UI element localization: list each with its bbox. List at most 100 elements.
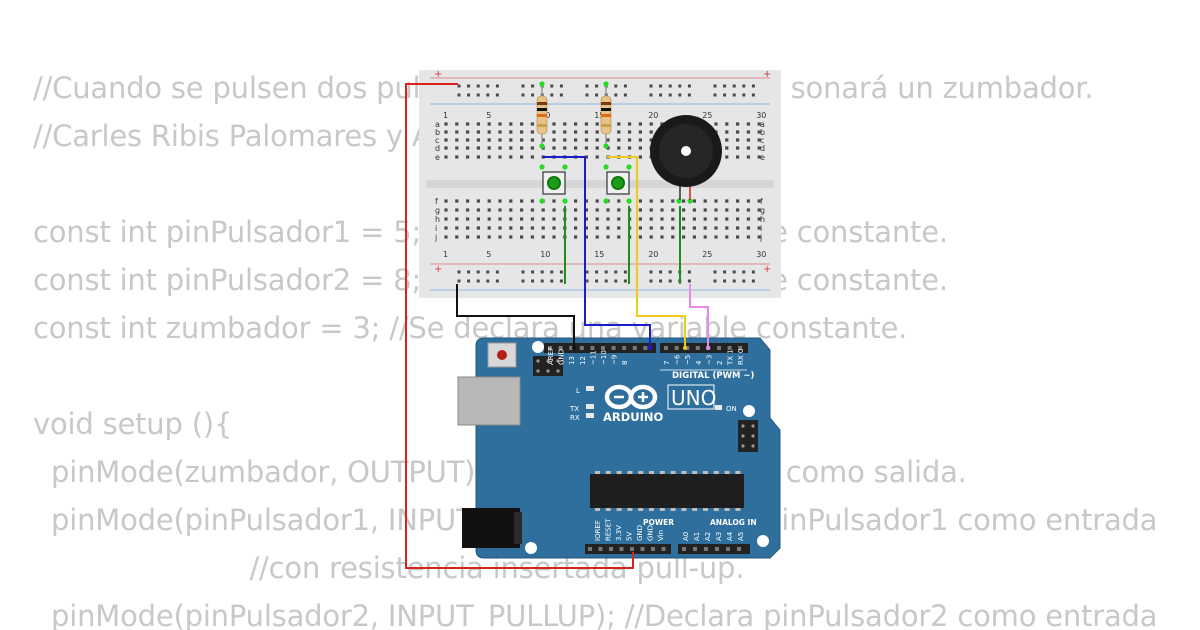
power-pin-label: 5V [626, 532, 634, 541]
mount-hole-1 [532, 341, 544, 353]
row-letter: a [435, 120, 440, 129]
code-line-10: pinMode(pinPulsador2, INPUT_PULLUP); //D… [33, 599, 1158, 630]
digital-pin-label: ~9 [611, 355, 619, 365]
icsp-header-small [533, 356, 563, 376]
icsp-header [738, 420, 758, 452]
led-tx [586, 404, 594, 409]
column-number: 5 [486, 111, 491, 120]
digital-pin-label: ~6 [674, 354, 682, 365]
digital-pin-label: ~5 [684, 355, 692, 365]
wire-red-5v [405, 83, 634, 569]
column-number: 25 [702, 111, 712, 120]
row-letter: e [435, 153, 440, 162]
power-pin-label: GND [647, 525, 655, 541]
row-letter: h [760, 215, 765, 224]
mount-hole-4 [757, 535, 769, 547]
analog-pin-label: A0 [682, 532, 690, 541]
row-letter: i [435, 224, 437, 233]
column-number: 15 [594, 250, 604, 259]
row-letter: c [760, 136, 764, 145]
digital-pin-label: AREF [547, 347, 555, 365]
digital-header-2 [660, 343, 748, 353]
analog-pin-label: A2 [704, 532, 712, 541]
wire-blue-pin8 [543, 156, 651, 348]
rail-plus-br: + [763, 264, 771, 275]
resistor-1 [536, 84, 548, 144]
connection-dots [539, 81, 693, 204]
analog-pin-label: A1 [693, 532, 701, 541]
digital-pin-label: 2 [716, 361, 724, 365]
column-number: 30 [756, 250, 766, 259]
row-letter: e [760, 153, 765, 162]
power-jack [462, 508, 520, 548]
reset-button-cap [497, 350, 507, 360]
row-letter: b [435, 128, 440, 137]
row-letter: d [435, 144, 440, 153]
power-pin-label: RESET [605, 518, 613, 541]
rail-plus-bl: + [434, 264, 442, 275]
row-letter: j [434, 233, 437, 242]
column-number: 1 [443, 250, 448, 259]
row-letter: c [435, 136, 439, 145]
code-line-6: void setup (){ [33, 407, 233, 441]
led-l-label: L [576, 387, 580, 395]
wires [405, 83, 710, 569]
pushbutton-1 [542, 171, 566, 195]
digital-pin-label: 12 [579, 356, 587, 365]
arduino-brand-label: ARDUINO [603, 410, 664, 424]
wire-black-gnd [456, 284, 575, 348]
analog-in-label: ANALOG IN [710, 518, 757, 527]
digital-pin-label: 7 [663, 361, 671, 365]
analog-header [678, 544, 750, 554]
digital-pin-label: 13 [568, 356, 576, 365]
digital-pin-label: TX 1 [727, 349, 735, 366]
row-letter: h [435, 215, 440, 224]
power-header [585, 544, 671, 554]
row-letter: a [760, 120, 765, 129]
digital-pin-label: RX 0 [737, 349, 745, 365]
arduino-model-label: UNO [671, 386, 716, 410]
led-on [715, 405, 722, 410]
row-letter: j [759, 233, 762, 242]
mount-hole-3 [525, 542, 537, 554]
analog-pin-label: A5 [737, 532, 745, 541]
breadboard-trench [426, 180, 774, 188]
column-number: 20 [648, 111, 658, 120]
digital-pin-label: 8 [621, 361, 629, 365]
rail-plus-tr: + [763, 69, 771, 80]
digital-pin-label: GND [558, 349, 566, 365]
led-rx-label: RX [570, 414, 580, 422]
usb-port [457, 376, 521, 426]
power-label: POWER [643, 518, 674, 527]
breadboard: + + + + 115510101515202025253030aabbccdd… [419, 69, 781, 298]
wire-pink-pin3 [689, 284, 709, 348]
digital-pin-label: ~10 [600, 350, 608, 365]
row-letter: g [435, 206, 440, 215]
column-number: 25 [702, 250, 712, 259]
row-letter: b [760, 128, 765, 137]
analog-pin-label: A4 [726, 531, 734, 541]
breadboard-holes [444, 84, 761, 283]
buzzer [650, 115, 722, 200]
mount-hole-2 [743, 405, 755, 417]
digital-pin-label: ~3 [705, 355, 713, 365]
led-tx-label: TX [569, 405, 579, 413]
pushbutton-2 [606, 171, 630, 195]
column-number: 5 [486, 250, 491, 259]
led-l [586, 386, 594, 391]
analog-pin-label: A3 [715, 532, 723, 541]
power-pin-label: IOREF [594, 520, 602, 541]
wire-yellow-pin5 [607, 156, 686, 348]
power-pin-label: Vin [657, 530, 665, 541]
row-letter: f [435, 197, 438, 206]
resistor-2 [600, 84, 612, 144]
row-letter: g [760, 206, 765, 215]
digital-pin-label: 4 [695, 360, 703, 365]
digital-header-1 [544, 343, 656, 353]
column-number: 15 [594, 111, 604, 120]
microcontroller-chip [590, 474, 744, 508]
column-number: 30 [756, 111, 766, 120]
row-letter: f [760, 197, 763, 206]
